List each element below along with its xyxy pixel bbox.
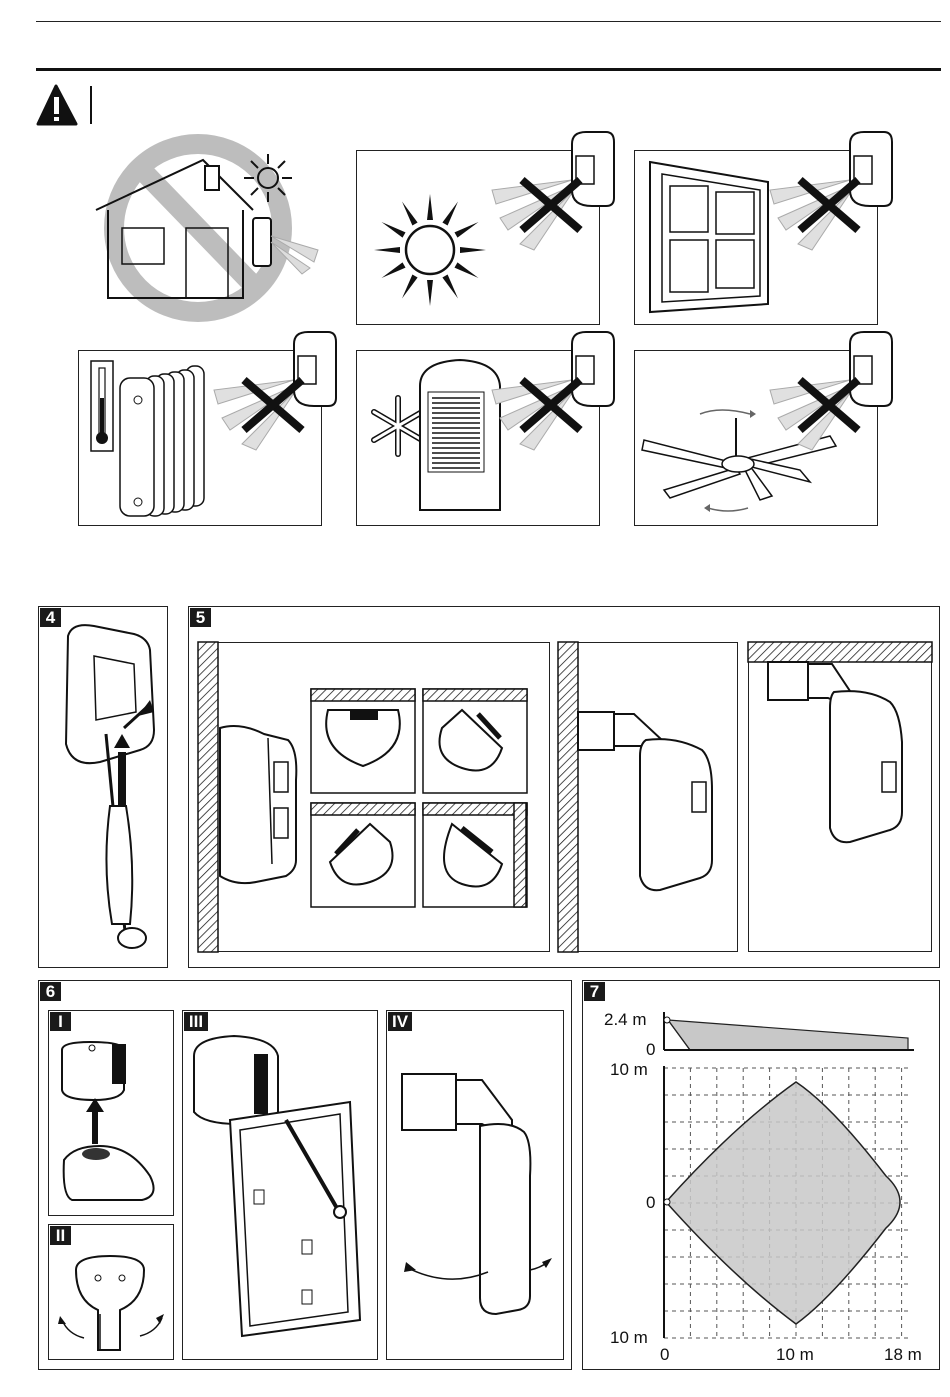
bracket-screw-mounting-illustration bbox=[190, 1030, 374, 1356]
sun-icon bbox=[370, 190, 490, 310]
side-view-y-bottom-label: 0 bbox=[646, 1040, 655, 1060]
detector-crossed-icon bbox=[492, 130, 622, 260]
header-thin-rule bbox=[36, 21, 941, 22]
bracket-rotation-illustration bbox=[56, 1250, 168, 1354]
step-label: IV bbox=[388, 1012, 412, 1031]
radiator-icon bbox=[116, 364, 216, 520]
section-number: 5 bbox=[190, 608, 211, 627]
side-view-y-top-label: 2.4 m bbox=[604, 1010, 647, 1030]
ceiling-bracket-mount-illustration bbox=[748, 642, 932, 952]
bracket-separation-illustration bbox=[56, 1030, 168, 1210]
cover-release-illustration bbox=[54, 616, 162, 962]
top-view-x-label-18: 18 m bbox=[884, 1345, 922, 1365]
window-icon bbox=[648, 160, 778, 320]
detector-crossed-icon bbox=[770, 130, 900, 260]
detector-crossed-icon bbox=[492, 330, 622, 460]
top-view-y-label-top: 10 m bbox=[610, 1060, 648, 1080]
step-label: III bbox=[184, 1012, 208, 1031]
warning-triangle-icon bbox=[36, 84, 96, 128]
step-label: I bbox=[50, 1012, 71, 1031]
thermometer-icon bbox=[90, 360, 114, 452]
detector-crossed-icon bbox=[214, 330, 344, 460]
top-view-y-label-mid: 0 bbox=[646, 1193, 655, 1213]
top-view-y-label-bottom: 10 m bbox=[610, 1328, 648, 1348]
section-number: 7 bbox=[584, 982, 605, 1001]
step-label: II bbox=[50, 1226, 71, 1245]
detector-crossed-icon bbox=[770, 330, 900, 460]
header-thick-rule bbox=[36, 68, 941, 71]
section-number: 6 bbox=[40, 982, 61, 1001]
top-view-x-label-10: 10 m bbox=[776, 1345, 814, 1365]
corner-mount-views bbox=[310, 688, 528, 908]
bracket-attached-detector-illustration bbox=[394, 1060, 564, 1320]
side-view-coverage-chart bbox=[664, 1012, 914, 1054]
air-conditioner-icon bbox=[414, 356, 504, 516]
wall-bracket-mount-illustration bbox=[558, 642, 738, 952]
top-view-x-label-0: 0 bbox=[660, 1345, 669, 1365]
top-view-coverage-chart bbox=[664, 1066, 914, 1342]
no-outdoor-installation-illustration bbox=[88, 132, 328, 332]
